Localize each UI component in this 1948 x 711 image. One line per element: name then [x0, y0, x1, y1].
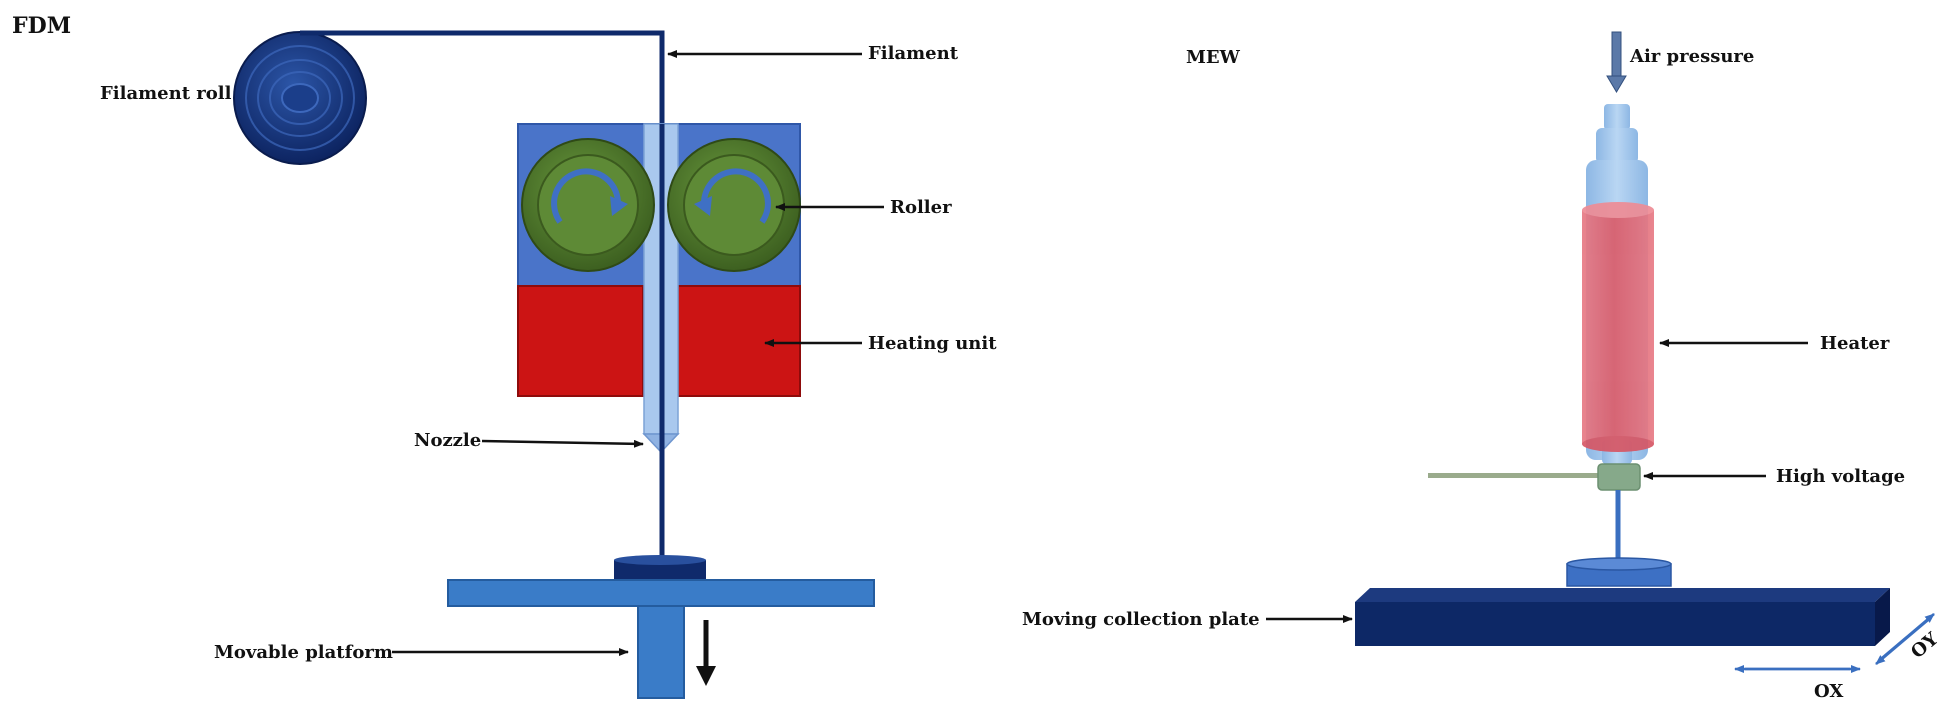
mew-deposit-disc — [1566, 557, 1672, 587]
deposit-disc — [614, 555, 706, 580]
heating-block-right — [677, 285, 801, 397]
filament-roll-icon — [233, 31, 367, 165]
air-pressure-label: Air pressure — [1629, 46, 1754, 67]
fdm-title: FDM — [12, 13, 71, 39]
roller-left-icon — [521, 138, 655, 272]
platform-stem — [637, 605, 685, 699]
movable-platform — [447, 579, 875, 607]
heater-sleeve — [1582, 202, 1654, 452]
moving-collection-plate — [1355, 588, 1890, 646]
roller-label: Roller — [890, 197, 952, 218]
movable-platform-label: Movable platform — [214, 642, 393, 663]
nozzle-pointer — [481, 439, 644, 448]
roller-right-icon — [667, 138, 801, 272]
high-voltage-ring — [1597, 463, 1641, 491]
air-pressure-arrow — [1611, 31, 1622, 77]
filament-roll-label: Filament roll — [100, 83, 232, 104]
nozzle-label: Nozzle — [414, 430, 481, 451]
heating-block-left — [517, 285, 644, 397]
high-voltage-label: High voltage — [1776, 466, 1905, 487]
high-voltage-wire — [1428, 473, 1602, 478]
mew-title: MEW — [1186, 47, 1241, 68]
heater-label: Heater — [1820, 333, 1890, 354]
ox-label: OX — [1814, 681, 1843, 702]
heating-unit-label: Heating unit — [868, 333, 997, 354]
filament-label: Filament — [868, 43, 959, 64]
moving-collection-plate-label: Moving collection plate — [1022, 609, 1260, 630]
